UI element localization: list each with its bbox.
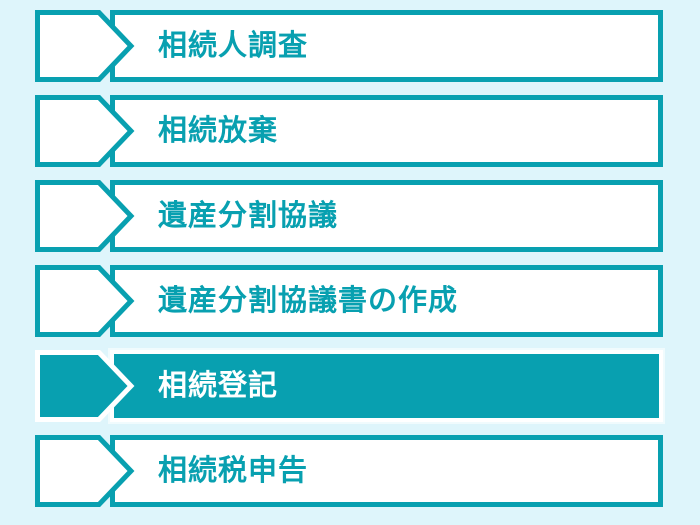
chevron-arrow-icon xyxy=(35,265,135,337)
step-row-5-active: 相続登記 xyxy=(35,350,663,422)
step-label: 遺産分割協議書の作成 xyxy=(158,284,459,317)
chevron-arrow-icon xyxy=(35,180,135,252)
step-box: 遺産分割協議書の作成 xyxy=(110,265,663,337)
inheritance-steps-flow: 相続人調査 相続放棄 遺産分割協議 遺産分割協議書の作成 相続登記 xyxy=(35,10,663,507)
step-box: 相続税申告 xyxy=(110,435,663,507)
step-box-active: 相続登記 xyxy=(110,350,663,422)
step-label: 相続税申告 xyxy=(158,454,309,487)
step-label: 相続放棄 xyxy=(158,114,279,147)
step-label: 相続登記 xyxy=(158,369,279,402)
step-row-3: 遺産分割協議 xyxy=(35,180,663,252)
step-box: 相続人調査 xyxy=(110,10,663,82)
chevron-arrow-icon xyxy=(35,350,135,422)
step-label: 相続人調査 xyxy=(158,29,309,62)
chevron-arrow-icon xyxy=(35,10,135,82)
step-box: 相続放棄 xyxy=(110,95,663,167)
chevron-arrow-icon xyxy=(35,435,135,507)
step-row-1: 相続人調査 xyxy=(35,10,663,82)
chevron-arrow-icon xyxy=(35,95,135,167)
step-row-2: 相続放棄 xyxy=(35,95,663,167)
step-row-4: 遺産分割協議書の作成 xyxy=(35,265,663,337)
step-label: 遺産分割協議 xyxy=(158,199,339,232)
step-row-6: 相続税申告 xyxy=(35,435,663,507)
step-box: 遺産分割協議 xyxy=(110,180,663,252)
